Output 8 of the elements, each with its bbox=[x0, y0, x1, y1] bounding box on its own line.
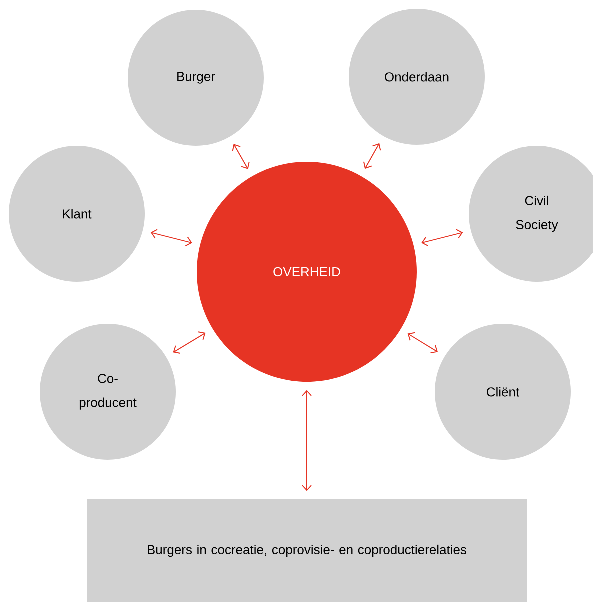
arrow bbox=[232, 144, 250, 170]
arrow bbox=[150, 229, 192, 247]
relations-box: Burgers in cocreatie, coprovisie- en coproductierelaties bbox=[87, 500, 527, 602]
arrow bbox=[173, 332, 206, 354]
arrow bbox=[408, 332, 438, 354]
arrow bbox=[302, 390, 312, 492]
arrow bbox=[422, 229, 464, 247]
arrow bbox=[363, 143, 382, 170]
